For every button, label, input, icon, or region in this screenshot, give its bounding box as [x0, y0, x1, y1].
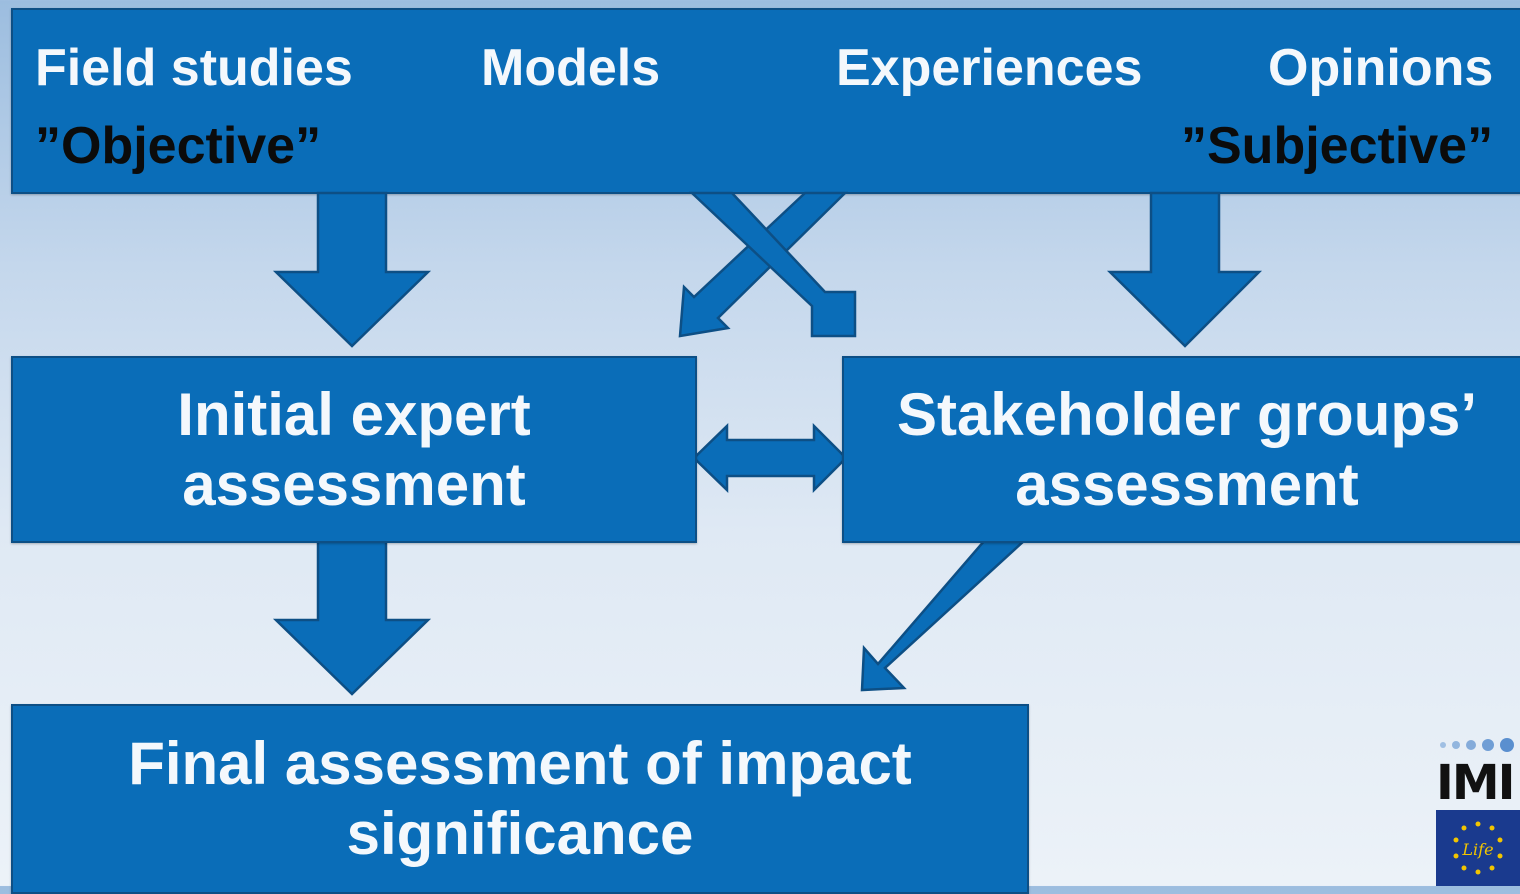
logo-dot: [1482, 739, 1494, 751]
arrow-sources-to-stakeholder: [1106, 191, 1263, 348]
label-subjective: ”Subjective”: [1181, 117, 1494, 175]
project-logo: IMI Life: [1432, 730, 1520, 886]
logo-flag-text: Life: [1461, 840, 1493, 859]
source-experiences: Experiences: [836, 39, 1143, 97]
eu-life-flag-icon: Life: [1436, 810, 1520, 886]
final-line1: Final assessment of impact: [128, 730, 912, 797]
initial-expert-assessment-box: Initial expert assessment: [11, 356, 697, 543]
stakeholder-assessment-box: Stakeholder groups’ assessment: [842, 356, 1520, 543]
final-assessment-box: Final assessment of impact significance: [11, 704, 1029, 894]
arrow-cross-to-expert: [678, 191, 849, 338]
source-opinions: Opinions: [1268, 39, 1494, 97]
logo-text: IMI: [1436, 755, 1515, 811]
logo-dot: [1440, 742, 1446, 748]
arrow-expert-to-final: [272, 538, 432, 696]
source-field-studies: Field studies: [35, 39, 353, 97]
label-objective: ”Objective”: [35, 117, 322, 175]
sources-box: Field studies Models Experiences Opinion…: [11, 8, 1520, 194]
initial-expert-line2: assessment: [182, 450, 526, 518]
logo-dot: [1452, 741, 1460, 749]
source-models: Models: [481, 39, 661, 97]
logo-dot: [1466, 740, 1476, 750]
stakeholder-line2: assessment: [1015, 450, 1359, 518]
arrow-sources-to-expert: [272, 191, 432, 348]
arrow-cross-to-stakeholder: [688, 191, 857, 338]
final-line2: significance: [346, 800, 694, 867]
stakeholder-line1: Stakeholder groups’: [896, 380, 1478, 448]
initial-expert-line1: Initial expert: [177, 380, 531, 448]
arrow-stakeholder-to-final: [860, 538, 1029, 692]
arrow-bidirectional: [692, 422, 848, 494]
logo-dot: [1500, 738, 1514, 752]
